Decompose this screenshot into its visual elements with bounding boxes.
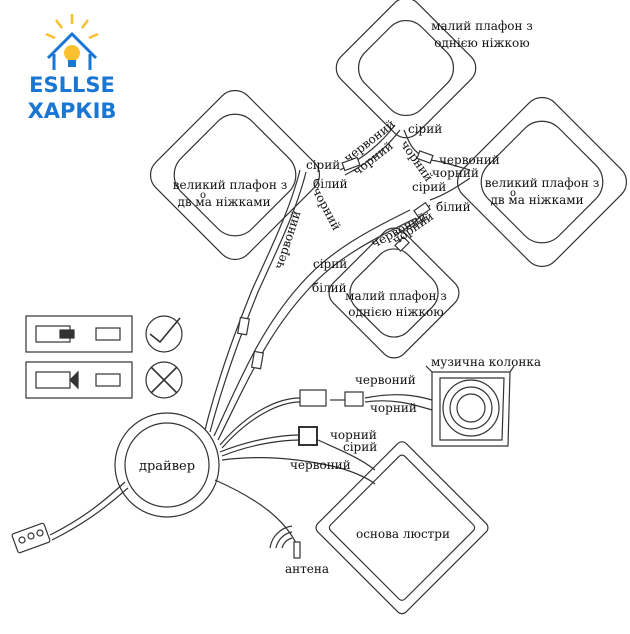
base-label: основа люстри [356, 527, 450, 541]
wire-label-white: білий [436, 200, 471, 214]
big-lamp-left-label-3: о [200, 190, 206, 201]
wire-label-red: червоний [272, 209, 304, 271]
wire-label-grey: сірий [343, 440, 377, 454]
wire-label-grey: сірий [412, 180, 446, 194]
small-lamp-top-label-2: однією ніжкою [434, 36, 529, 50]
wire-label-grey: сірий [313, 257, 347, 271]
wire-label-black: чорний [330, 428, 377, 442]
wire-label-red: червоний [290, 458, 351, 472]
legend-correct [25, 315, 183, 353]
big-lamp-right-label-1: великий плафон з [485, 176, 600, 190]
antenna-signal [269, 525, 293, 549]
speaker-label: музична колонка [431, 355, 541, 369]
big-lamp-left-label-1: великий плафон з [173, 178, 288, 192]
wire-label-red: червоний [355, 373, 416, 387]
small-lamp-top [335, 0, 477, 139]
logo-brand: ESLLSE [29, 73, 115, 97]
wire-label-black: чорний [432, 166, 479, 180]
wire-label-grey: сірий [306, 158, 340, 172]
chandelier-base [315, 441, 489, 615]
big-lamp-right-label-3: о [510, 188, 516, 199]
wire-label-white: білий [313, 177, 348, 191]
driver-label: драйвер [139, 459, 195, 474]
wire-label-black: чорний [370, 401, 417, 415]
antenna-label: антена [285, 562, 329, 576]
sun-icon [45, 14, 99, 40]
small-lamp-top-label-1: малий плафон з [431, 19, 533, 33]
wire-label-black: чорний [309, 185, 343, 233]
small-lamp-mid-label-2: однією ніжкою [348, 305, 443, 319]
big-lamp-right-label-2: дв ма ніжками [490, 193, 583, 207]
small-lamp-mid [328, 227, 460, 359]
driver-unit [114, 412, 220, 518]
big-lamp-left-label-2: дв ма ніжками [177, 195, 270, 209]
big-lamp-right [456, 96, 628, 268]
house-icon [46, 31, 98, 70]
wire-label-grey: сірий [408, 122, 442, 136]
wire-harness [49, 124, 471, 559]
speaker-unit [425, 365, 515, 447]
connectors [236, 150, 434, 559]
terminal-block [11, 522, 51, 554]
legend-incorrect [25, 361, 183, 399]
logo-city: ХАРКІВ [28, 99, 117, 123]
brand-logo: ESLLSE ХАРКІВ [28, 14, 117, 123]
wire-label-white: білий [312, 281, 347, 295]
big-lamp-left [149, 89, 321, 261]
wire-label-red: червоний [439, 153, 500, 167]
bulb-icon [64, 45, 80, 67]
small-lamp-mid-label-1: малий плафон з [345, 289, 447, 303]
